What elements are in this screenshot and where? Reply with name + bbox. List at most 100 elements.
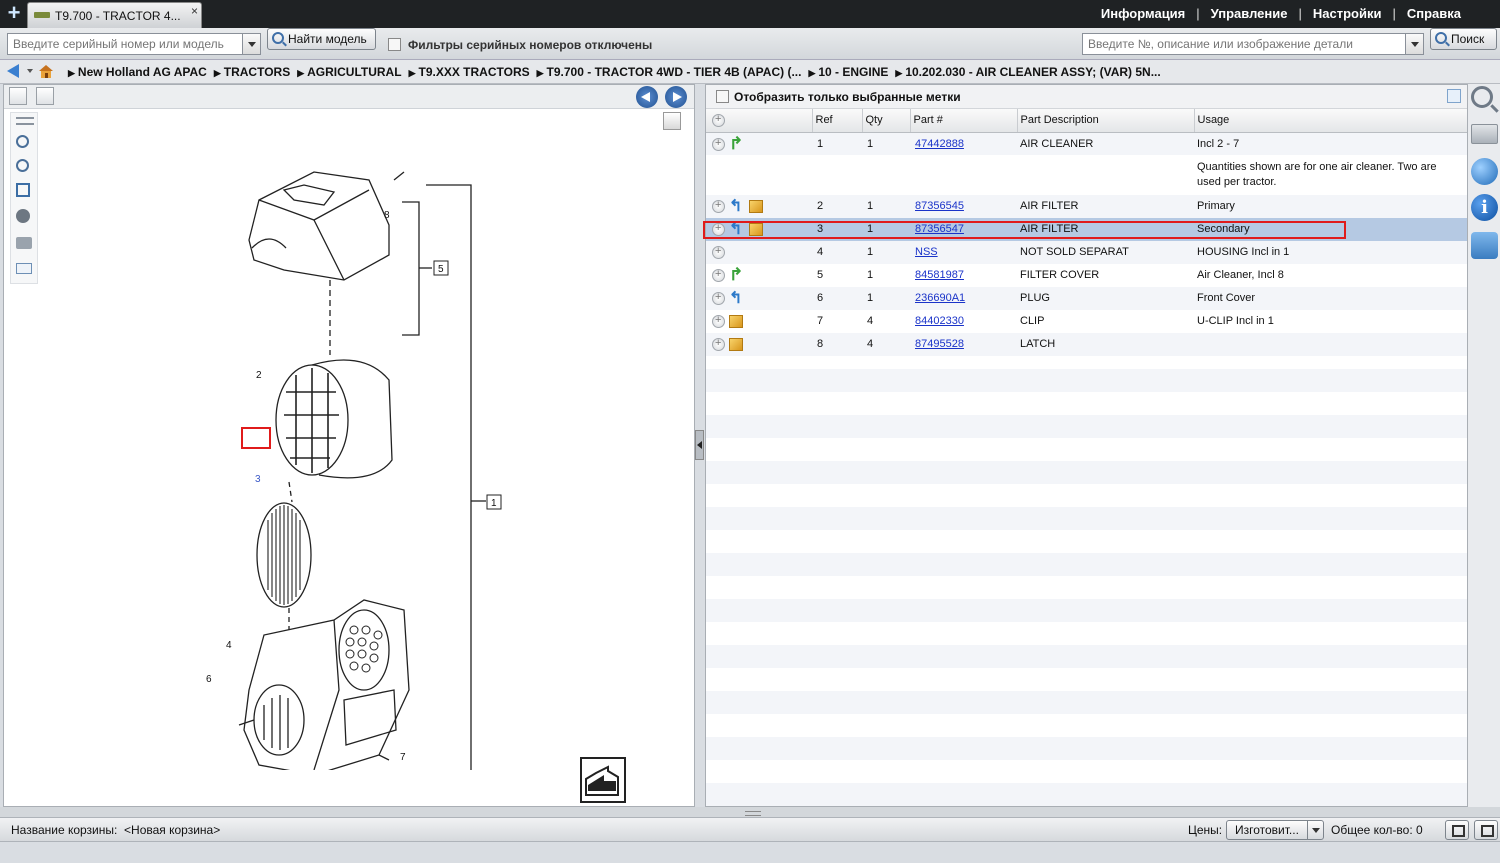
add-to-basket-icon[interactable]: [712, 268, 725, 282]
table-row[interactable]: 6 1 236690A1 PLUG Front Cover: [706, 287, 1467, 310]
crumb-agricultural[interactable]: AGRICULTURAL: [297, 65, 401, 79]
globe-icon[interactable]: [1471, 158, 1498, 185]
header-qty[interactable]: Qty: [862, 109, 911, 133]
serial-dropdown-icon[interactable]: [242, 34, 260, 54]
show-selected-checkbox[interactable]: [716, 90, 729, 103]
part-number-link[interactable]: 236690A1: [915, 292, 966, 304]
crumb-assembly[interactable]: 10.202.030 - AIR CLEANER ASSY; (VAR) 5N.…: [895, 65, 1160, 79]
add-to-basket-icon[interactable]: [712, 199, 725, 213]
exploded-parts-diagram[interactable]: 8 5 2 3 1 4 6 7: [164, 130, 504, 770]
email-icon[interactable]: [16, 263, 32, 274]
fit-to-window-icon[interactable]: [16, 183, 30, 197]
prev-page-icon[interactable]: [9, 87, 27, 105]
callout-3[interactable]: 3: [255, 474, 261, 485]
parts-table: Ref Qty Part # Part Description Usage 1 …: [706, 109, 1467, 356]
crumb-model[interactable]: T9.700 - TRACTOR 4WD - TIER 4B (APAC) (.…: [537, 65, 802, 79]
crumb-brand[interactable]: New Holland AG APAC: [68, 65, 207, 79]
part-number-link[interactable]: NSS: [915, 246, 938, 258]
columns-config-icon[interactable]: [1447, 89, 1461, 103]
show-selected-label: Отобразить только выбранные метки: [734, 90, 961, 104]
callout-7[interactable]: 7: [400, 752, 406, 763]
part-number-link[interactable]: 84402330: [915, 315, 964, 327]
crumb-tractors[interactable]: TRACTORS: [214, 65, 290, 79]
add-to-basket-icon[interactable]: [712, 222, 725, 236]
serial-combo[interactable]: [7, 33, 261, 55]
serial-filter-checkbox[interactable]: [388, 38, 401, 51]
back-arrow-icon[interactable]: [7, 64, 19, 78]
next-page-icon[interactable]: [36, 87, 54, 105]
part-search-combo[interactable]: [1082, 33, 1424, 55]
new-tab-plus-icon[interactable]: +: [7, 0, 21, 25]
menu-help[interactable]: Справка: [1406, 6, 1461, 21]
add-to-basket-icon[interactable]: [712, 291, 725, 305]
callout-6[interactable]: 6: [206, 674, 212, 685]
find-model-button[interactable]: Найти модель: [267, 28, 376, 50]
header-part[interactable]: Part #: [910, 109, 1018, 133]
home-icon[interactable]: [38, 64, 54, 78]
menu-lines-icon[interactable]: [16, 117, 34, 125]
callout-1[interactable]: 1: [491, 498, 497, 509]
part-number-link[interactable]: 87495528: [915, 338, 964, 350]
table-row[interactable]: 1 1 47442888 AIR CLEANER Incl 2 - 7: [706, 132, 1467, 155]
chevron-down-icon[interactable]: [1307, 821, 1323, 839]
add-all-icon[interactable]: [712, 113, 725, 127]
menu-manage[interactable]: Управление: [1210, 6, 1288, 21]
header-ref[interactable]: Ref: [812, 109, 863, 133]
crumb-series[interactable]: T9.XXX TRACTORS: [409, 65, 529, 79]
search-button[interactable]: Поиск: [1430, 28, 1497, 50]
diagram-highlight-box: [241, 427, 271, 449]
zoom-out-icon[interactable]: [16, 159, 29, 172]
part-number-link[interactable]: 84581987: [915, 269, 964, 281]
header-add[interactable]: [706, 109, 813, 133]
tab-label: T9.700 - TRACTOR 4...: [55, 9, 181, 23]
table-row-selected[interactable]: 3 1 87356547 AIR FILTER Secondary: [706, 218, 1467, 241]
callout-4[interactable]: 4: [226, 640, 232, 651]
open-diagram-button[interactable]: [580, 757, 626, 803]
crumb-engine[interactable]: 10 - ENGINE: [808, 65, 888, 79]
prices-select[interactable]: Изготовит...: [1226, 820, 1324, 840]
info-icon[interactable]: i: [1471, 194, 1498, 221]
collapse-pane-handle[interactable]: [695, 430, 704, 460]
add-to-basket-icon[interactable]: [712, 245, 725, 259]
part-search-input[interactable]: [1083, 34, 1423, 54]
table-row[interactable]: 2 1 87356545 AIR FILTER Primary: [706, 195, 1467, 218]
menu-info[interactable]: Информация: [1100, 6, 1186, 21]
callout-8[interactable]: 8: [384, 210, 390, 221]
callout-5[interactable]: 5: [438, 264, 444, 275]
tab-close-icon[interactable]: ×: [190, 4, 198, 18]
zoom-in-icon[interactable]: [16, 135, 29, 148]
documents-icon[interactable]: [1471, 124, 1498, 144]
part-number-link[interactable]: 87356545: [915, 200, 964, 212]
add-to-basket-icon[interactable]: [712, 337, 725, 351]
open-arrow-icon: [585, 765, 619, 796]
maximize-window-button[interactable]: [1474, 820, 1498, 840]
serial-input[interactable]: [8, 34, 260, 54]
clear-selection-icon[interactable]: [16, 209, 30, 223]
print-icon[interactable]: [16, 237, 32, 249]
prices-label: Цены:: [1188, 823, 1223, 837]
user-chat-icon[interactable]: [1471, 232, 1498, 259]
diagram-pane: 8 5 2 3 1 4 6 7: [3, 84, 695, 807]
add-to-basket-icon[interactable]: [712, 314, 725, 328]
header-description[interactable]: Part Description: [1017, 109, 1195, 133]
part-number-link[interactable]: 87356547: [915, 223, 964, 235]
history-dropdown-icon[interactable]: [27, 69, 33, 73]
tab-t9700[interactable]: T9.700 - TRACTOR 4... ×: [27, 2, 202, 28]
diagram-options-icon[interactable]: [663, 112, 681, 130]
add-to-basket-icon[interactable]: [712, 137, 725, 151]
restore-window-button[interactable]: [1445, 820, 1469, 840]
table-row[interactable]: 7 4 84402330 CLIP U-CLIP Incl in 1: [706, 310, 1467, 333]
search-icon[interactable]: [1471, 86, 1493, 108]
header-usage[interactable]: Usage: [1194, 109, 1467, 133]
part-number-link[interactable]: 47442888: [915, 137, 964, 150]
table-row[interactable]: 5 1 84581987 FILTER COVER Air Cleaner, I…: [706, 264, 1467, 287]
callout-2[interactable]: 2: [256, 370, 262, 381]
previous-diagram-button[interactable]: [636, 86, 658, 108]
table-row[interactable]: 8 4 87495528 LATCH: [706, 333, 1467, 356]
next-diagram-button[interactable]: [665, 86, 687, 108]
part-search-dropdown-icon[interactable]: [1405, 34, 1423, 54]
table-row[interactable]: 4 1 NSS NOT SOLD SEPARAT HOUSING Incl in…: [706, 241, 1467, 264]
menu-settings[interactable]: Настройки: [1312, 6, 1382, 21]
window-bottom: [0, 842, 1500, 863]
splitter[interactable]: [0, 807, 1500, 817]
